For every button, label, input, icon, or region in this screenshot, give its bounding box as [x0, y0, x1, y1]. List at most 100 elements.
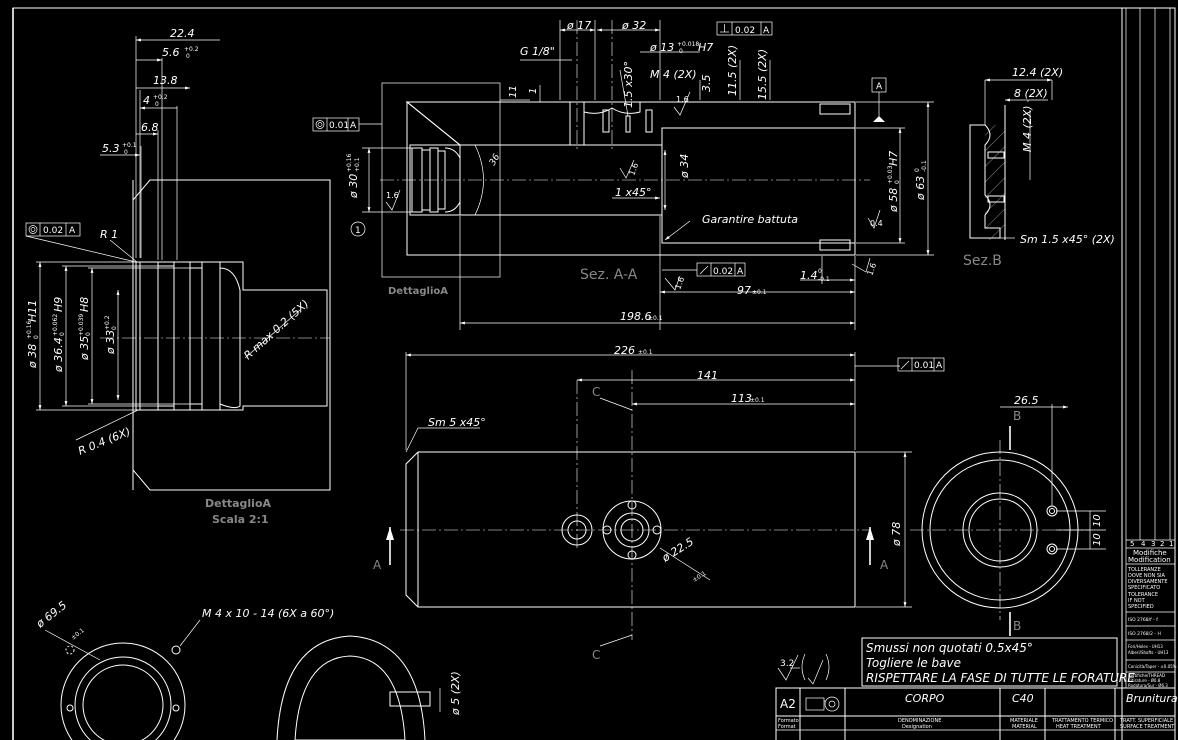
dim-d35-tol: +0.039: [78, 314, 85, 336]
end-view: [910, 404, 1106, 636]
cut-a-right: A: [880, 558, 889, 572]
tol-line-6: SPECIFIED: [1128, 604, 1154, 610]
dim-5-3-tol: +0.1: [122, 142, 137, 149]
dim-m4-thread: M 4 x 10 - 14 (6X a 60°): [202, 607, 334, 620]
dim-1-4-tol: 0: [818, 268, 822, 275]
main-side-view-labels: 226 ±0.1 0.01 A 141 113 ±0.1 Sm 5 x45° ø…: [373, 344, 943, 662]
dim-d13-tol2: 0: [679, 48, 683, 55]
rev-col-1: 1: [1169, 540, 1173, 548]
dim-198-6-tol: ±0.1: [648, 315, 663, 322]
radius-r1: R 1: [100, 228, 118, 241]
dim-d58: ø 58: [887, 188, 900, 213]
runout-ref: A: [737, 267, 744, 277]
dim-d33-tol2: 0: [111, 326, 118, 330]
detail-marker: 1: [355, 226, 361, 236]
rough-16e: 1.6: [673, 276, 686, 291]
dim-5-3-tol2: 0: [124, 149, 128, 156]
dim-d17: ø 17: [566, 19, 591, 32]
label-mat-en: MATERIAL: [1012, 724, 1037, 730]
tol-conici: Conicità/Taper - ±0.05%: [1128, 664, 1177, 669]
dim-d63-tol2: -0.1: [921, 160, 928, 172]
dim-4-tol2: 0: [155, 101, 159, 108]
title-format-en: Format: [778, 724, 796, 730]
title-block: A2 Formato Format CORPO C40 Brunitura DE…: [775, 687, 1178, 740]
dim-d63: ø 63: [914, 176, 927, 201]
tol-line-3: SPECIFICATO: [1128, 585, 1160, 591]
detail-big-title: DettaglioA: [205, 497, 272, 510]
dim-d35-tol2: 0: [85, 332, 92, 336]
rough-16c: 1.6: [676, 95, 689, 104]
dim-t1: 1: [528, 88, 539, 94]
perp-value: 0.02: [735, 26, 755, 36]
dim-d22-5: ø 22.5: [659, 535, 696, 565]
dim-d36-tol: +0.062: [52, 314, 59, 336]
dim-4-tol: +0.2: [153, 94, 168, 101]
dim-10a: 10: [1092, 514, 1103, 527]
perp-ref: A: [763, 26, 770, 36]
section-b-title: Sez.B: [963, 253, 1002, 269]
conc2-value: 0.01: [329, 121, 349, 131]
dim-t15: 1.5 x30°: [622, 61, 635, 108]
dim-d33-tol: +0.2: [104, 315, 111, 330]
dim-t115: 11.5 (2X): [726, 45, 739, 96]
note-line-1: Smussi non quotati 0.5x45°: [866, 641, 1033, 655]
end-view-labels: 26.5 10 10 B B: [1013, 394, 1103, 633]
tol-fori-1: Alberi/Shafts - UH13: [1128, 650, 1169, 655]
dim-d38-fit: H11: [26, 300, 39, 322]
dim-26-5: 26.5: [1014, 394, 1039, 407]
dim-d13: ø 13: [649, 41, 674, 54]
dim-d30-tol2: +0.1: [354, 157, 361, 172]
dim-d30-tol: +0.16: [346, 153, 353, 172]
dim-d69-5-tol: ±0.1: [70, 627, 86, 642]
note-line-2: Togliere le bave: [866, 656, 961, 670]
dim-226: 226: [614, 344, 635, 357]
label-mat-it: MATERIALE: [1010, 718, 1038, 724]
dim-g18: G 1/8": [520, 45, 555, 58]
revision-column: 5 4 3 2 1 Modifiche Modification TOLLERA…: [1125, 539, 1177, 688]
dim-d69-5: ø 69.5: [33, 599, 69, 631]
rev-col-2: 2: [1160, 540, 1164, 548]
note-line-3: RISPETTARE LA FASE DI TUTTE LE FORATURE: [866, 671, 1135, 685]
dim-141: 141: [697, 369, 718, 382]
concentricity-value: 0.02: [43, 226, 63, 236]
dim-5-6: 5.6: [162, 46, 180, 59]
label-surf-it: TRATT. SUPERFICIALE: [1119, 718, 1173, 724]
dim-d78: ø 78: [890, 522, 903, 547]
dim-d36: ø 36.4: [52, 337, 65, 373]
dim-d38-tol2: 0: [33, 335, 40, 339]
detail-a-small-frame: DettaglioA 1: [350, 82, 501, 297]
detail-big-scale: Scala 2:1: [212, 513, 269, 526]
bottom-views: [44, 619, 441, 740]
section-a-a: [312, 20, 934, 330]
dim-d32: ø 32: [621, 19, 646, 32]
dim-m4-b: M 4 (2X): [1021, 105, 1034, 152]
cut-c-bottom: C: [592, 648, 600, 662]
concentricity-ref: A: [69, 226, 76, 236]
cut-b-bottom: B: [1013, 619, 1021, 633]
rough-16a: 1.6: [386, 191, 399, 200]
dim-d13-fit: H7: [698, 41, 713, 54]
cut-b-top: B: [1013, 409, 1021, 423]
cut-c-top: C: [592, 385, 600, 399]
dim-5-3: 5.3: [102, 142, 120, 155]
section-aa-title: Sez. A-A: [580, 267, 638, 283]
label-heat-en: HEAT TREATMENT: [1056, 724, 1102, 730]
dim-97-tol: ±0.1: [752, 289, 767, 296]
dim-113: 113: [731, 392, 752, 405]
dim-d33: ø 33: [104, 330, 117, 355]
rev-col-3: 3: [1151, 540, 1155, 548]
dim-5-6-tol2: 0: [186, 53, 190, 60]
dim-22-4: 22.4: [170, 27, 195, 40]
title-material: C40: [1012, 692, 1034, 705]
dim-6-8: 6.8: [141, 121, 159, 134]
chamfer-sm15: Sm 1.5 x45° (2X): [1020, 233, 1115, 246]
dim-d35: ø 35: [78, 336, 91, 361]
tol-finish-2: Rodatura/Sur - Ø6.3: [1128, 683, 1168, 688]
dim-d30: ø 30: [347, 174, 360, 199]
chamfer-1x45: 1 x45°: [615, 186, 652, 199]
dim-d38-tol: +0.16: [26, 320, 33, 339]
concentricity-frame: [25, 222, 81, 237]
rev-mod-it: Modifiche: [1133, 549, 1167, 557]
section-b-labels: 12.4 (2X) 8 (2X) M 4 (2X) Sm 1.5 x45° (2…: [963, 66, 1115, 269]
